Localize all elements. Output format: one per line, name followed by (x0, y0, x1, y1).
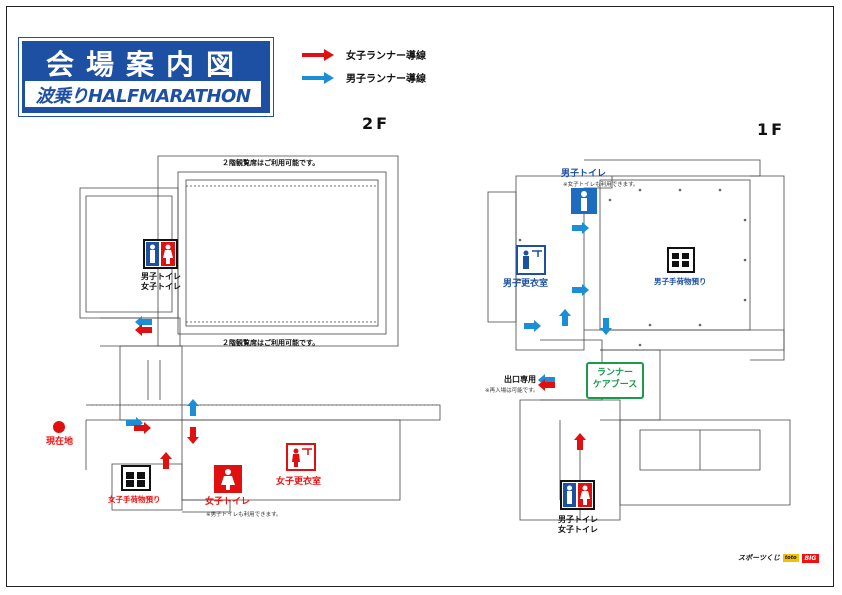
female-pictogram-icon (221, 469, 235, 490)
runner-care-line2: ケアブース (592, 380, 638, 390)
sponsor-badge-big: BIG (801, 553, 820, 563)
legend-men: 男子ランナー導線 (300, 70, 426, 85)
arrow-icon (135, 316, 152, 328)
floor-label-2f: 2F (362, 114, 391, 133)
sponsor-badge-toto: toto (782, 554, 799, 562)
subtitle-bar: 波乗りHALFMARATHON (25, 81, 261, 107)
current-location-icon (53, 421, 65, 433)
arrow-icon (559, 309, 571, 326)
1f-womens-toilet: 女子トイレ (558, 525, 598, 534)
1f-mens-toilet: 男子トイレ (558, 515, 598, 524)
runner-care-booth: ランナー ケアブース (586, 362, 644, 399)
runner-care-line1: ランナー (596, 368, 633, 378)
luggage-icon (126, 472, 145, 487)
changing-room-icon (523, 250, 542, 269)
arrow-icon (187, 427, 199, 444)
1f-changing-icon (516, 245, 546, 275)
column-dots (518, 188, 747, 347)
sponsor-logo: スポーツくじ toto BIG (738, 553, 820, 563)
arrow-icon (187, 399, 199, 416)
runner-care-label: ランナー ケアブース (588, 367, 642, 391)
legend-women-label: 女子ランナー導線 (346, 51, 426, 62)
2f-restroom-label: 男子トイレ 女子トイレ (141, 272, 181, 292)
current-location-label: 現在地 (46, 437, 74, 447)
arrow-icon (572, 222, 589, 234)
luggage-icon (672, 253, 689, 267)
2f-womens-toilet-note: ※男子トイレも利用できます。 (206, 512, 282, 518)
1f-mens-toilet-icon (571, 188, 597, 214)
blue-arrow-icon (302, 71, 334, 84)
1f-restroom-label: 男子トイレ 女子トイレ (558, 515, 598, 535)
arrow-icon (135, 324, 152, 336)
red-arrow-icon (302, 48, 334, 61)
2f-womens-toilet-label: 女子トイレ (205, 497, 251, 507)
event-logo-text: 波乗りHALFMARATHON (35, 86, 251, 107)
1f-mens-toilet-note: ※女子トイレも利用できます。 (563, 182, 639, 188)
1f-mens-changing-label: 男子更衣室 (503, 279, 549, 289)
2f-changing-icon (286, 443, 316, 471)
restroom-pictogram-icon (146, 242, 175, 266)
2f-luggage-icon (121, 465, 151, 491)
2f-seating-note-bottom: ２階観覧席はご利用可能です。 (222, 339, 320, 347)
map-frame (6, 6, 834, 587)
2f-womens-toilet-icon (214, 465, 242, 493)
1f-exit-note: ※再入場は可能です。 (485, 388, 539, 394)
restroom-pictogram-icon (563, 483, 592, 507)
arrow-icon (574, 433, 586, 450)
arrow-icon (572, 284, 589, 296)
arrow-icon (524, 320, 541, 332)
2f-womens-toilet: 女子トイレ (141, 282, 181, 291)
legend-men-label: 男子ランナー導線 (346, 74, 426, 85)
sponsor-text: スポーツくじ (738, 554, 780, 562)
1f-exit-only-label: 出口専用 (504, 375, 536, 384)
male-pictogram-icon (581, 191, 587, 211)
page-title: 会場案内図 (45, 48, 246, 81)
2f-seating-note-top: ２階観覧席はご利用可能です。 (222, 159, 320, 167)
1f-mens-toilet-label: 男子トイレ (561, 169, 607, 179)
arrow-icon (600, 318, 612, 335)
2f-womens-changing-label: 女子更衣室 (276, 477, 322, 487)
legend-women: 女子ランナー導線 (300, 47, 426, 62)
1f-restroom-icon (560, 480, 595, 510)
changing-room-icon (292, 448, 312, 467)
2f-mens-toilet: 男子トイレ (141, 272, 181, 281)
1f-luggage-icon (667, 247, 695, 273)
1f-mens-luggage-label: 男子手荷物預り (654, 277, 707, 286)
title-banner: 会場案内図 波乗りHALFMARATHON (18, 37, 274, 117)
2f-restroom-icon (143, 239, 178, 269)
arrow-icon (160, 452, 172, 469)
2f-womens-luggage-label: 女子手荷物預り (108, 495, 161, 504)
floor-label-1f: 1F (757, 120, 786, 139)
